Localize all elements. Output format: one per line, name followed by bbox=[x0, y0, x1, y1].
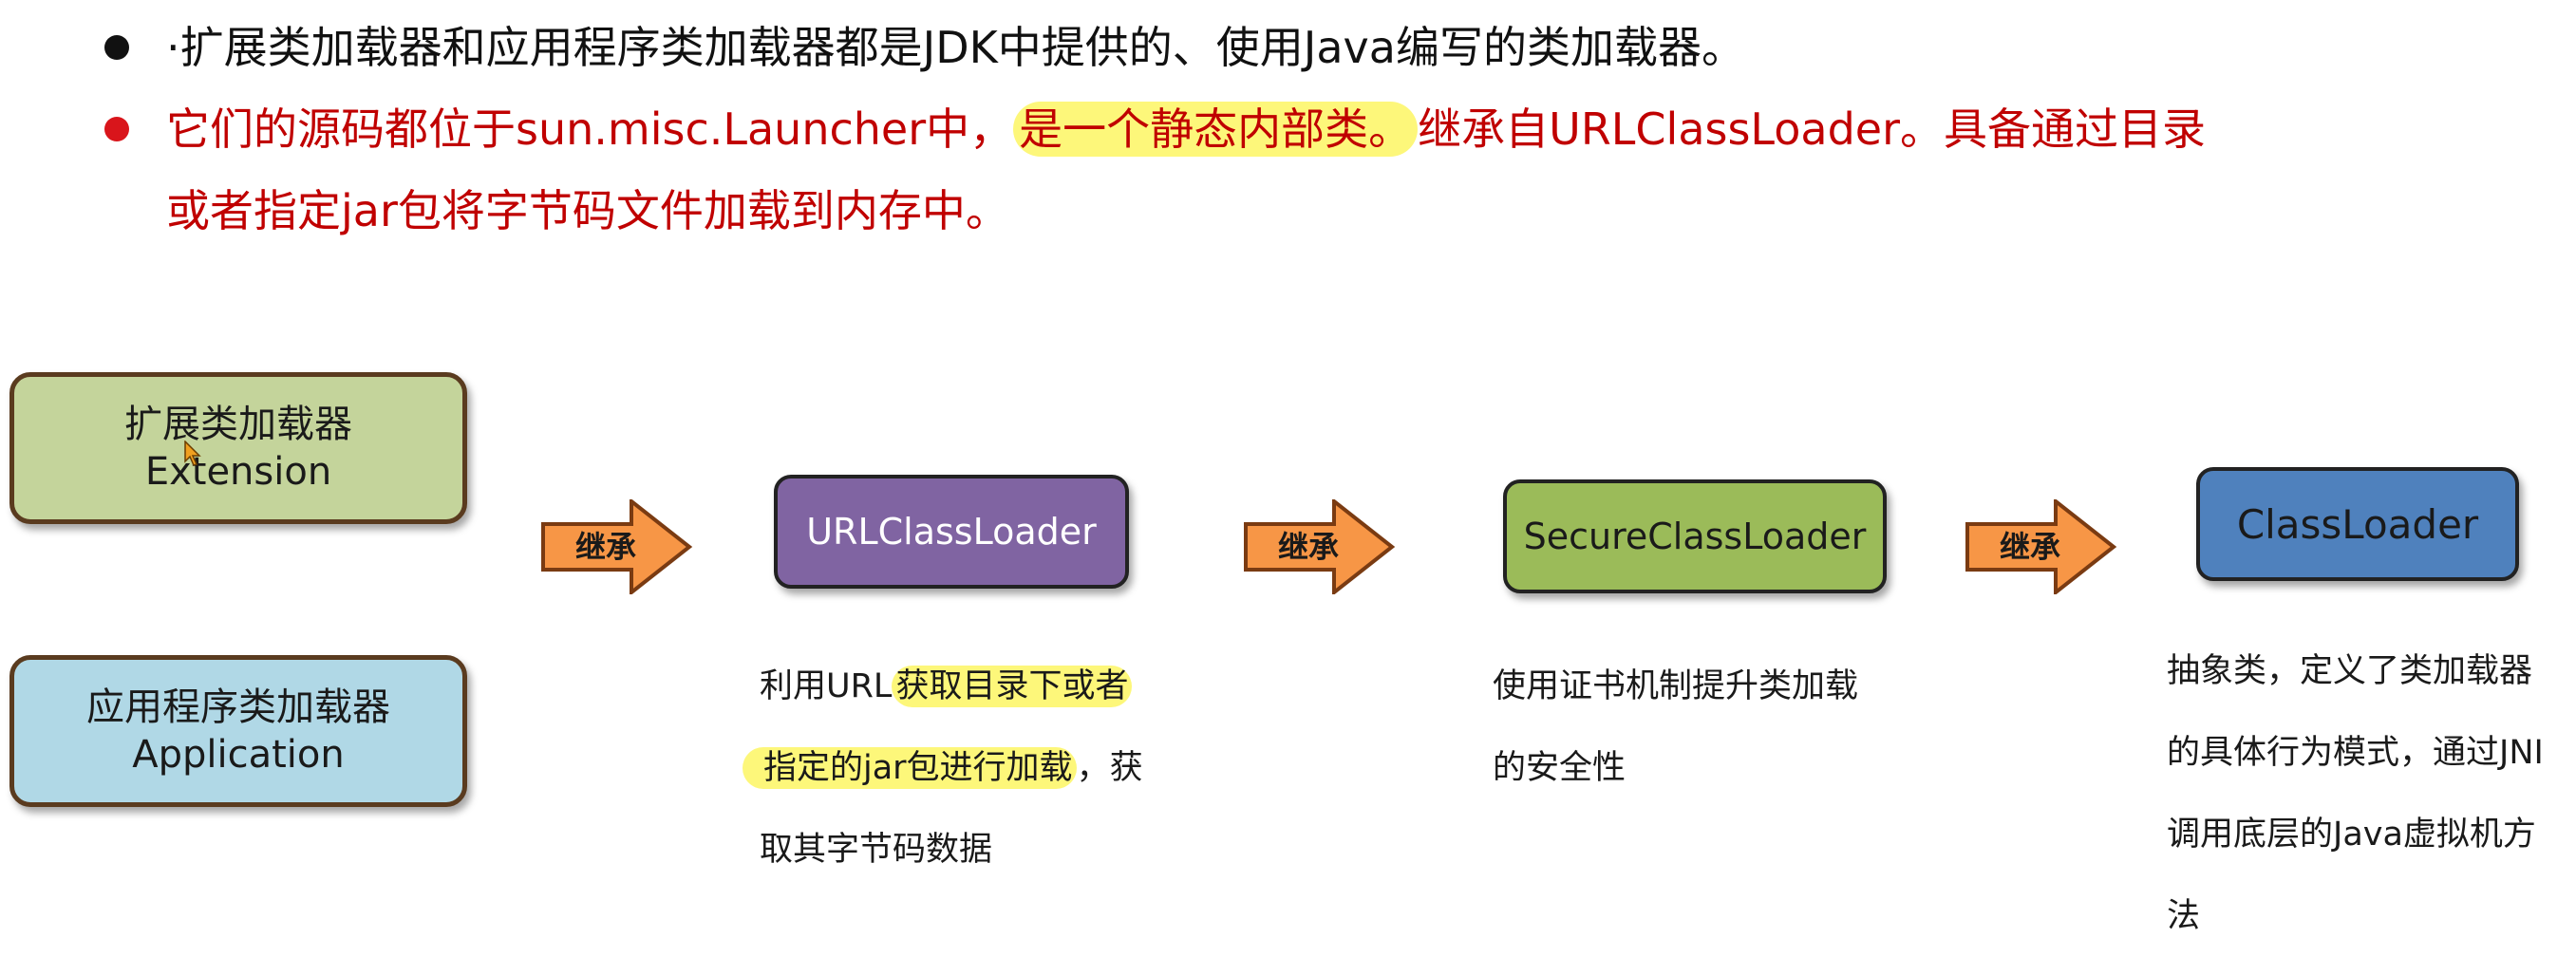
urlclassloader-box: URLClassLoader bbox=[774, 475, 1129, 589]
urlclassloader-note-pre: 利用URL bbox=[760, 667, 893, 705]
application-loader-name: 应用程序类加载器 bbox=[86, 685, 390, 729]
application-loader-box: 应用程序类加载器 Application bbox=[9, 655, 467, 807]
extension-loader-name: 扩展类加载器 bbox=[124, 403, 352, 446]
classloader-note-line4: 法 bbox=[2167, 897, 2201, 935]
bullet-text-1: ·扩展类加载器和应用程序类加载器都是JDK中提供的、使用Java编写的类加载器。 bbox=[166, 22, 1745, 73]
secureclassloader-note: 使用证书机制提升类加载 的安全性 bbox=[1493, 646, 1929, 809]
right-arrow-icon bbox=[1965, 497, 2117, 597]
secureclassloader-label: SecureClassLoader bbox=[1523, 516, 1867, 557]
bullet-2-part1: 它们的源码都位于sun.misc.Launcher中， bbox=[166, 103, 1014, 155]
classloader-label: ClassLoader bbox=[2236, 500, 2479, 548]
right-arrow-icon bbox=[1244, 497, 1396, 597]
bullet-dot-1 bbox=[104, 35, 129, 60]
bullet-text-2: 它们的源码都位于sun.misc.Launcher中，是一个静态内部类。继承自U… bbox=[166, 99, 2206, 160]
classloader-note: 抽象类，定义了类加载器 的具体行为模式，通过JNI 调用底层的Java虚拟机方 … bbox=[2167, 630, 2566, 957]
urlclassloader-note-post: ，获 bbox=[1076, 749, 1143, 787]
bullet-text-2-line2: 或者指定jar包将字节码文件加载到内存中。 bbox=[166, 185, 1009, 236]
mouse-cursor-icon bbox=[184, 441, 201, 466]
inherit-arrow-1-label: 继承 bbox=[574, 529, 636, 565]
secureclassloader-note-line1: 使用证书机制提升类加载 bbox=[1493, 667, 1859, 705]
inherit-arrow-1: 继承 bbox=[541, 497, 693, 597]
extension-loader-english: Extension bbox=[144, 450, 332, 494]
classloader-note-line1: 抽象类，定义了类加载器 bbox=[2167, 652, 2533, 690]
inherit-arrow-3: 继承 bbox=[1965, 497, 2117, 597]
bullet-2-highlight: 是一个静态内部类。 bbox=[1013, 102, 1419, 157]
application-loader-english: Application bbox=[132, 733, 345, 777]
inherit-arrow-3-label: 继承 bbox=[1999, 529, 2060, 565]
extension-loader-box: 扩展类加载器 Extension bbox=[9, 372, 467, 524]
secureclassloader-box: SecureClassLoader bbox=[1503, 479, 1887, 593]
classloader-note-line2: 的具体行为模式，通过JNI bbox=[2167, 734, 2544, 772]
urlclassloader-note-highlight2: 指定的jar包进行加载 bbox=[743, 747, 1077, 789]
urlclassloader-note-highlight1: 获取目录下或者 bbox=[892, 666, 1133, 707]
urlclassloader-note-line2: 指定的jar包进行加载，获 bbox=[743, 727, 1215, 809]
inherit-arrow-2-label: 继承 bbox=[1277, 529, 1339, 565]
classloader-box: ClassLoader bbox=[2196, 467, 2519, 581]
urlclassloader-label: URLClassLoader bbox=[806, 511, 1097, 553]
right-arrow-icon bbox=[541, 497, 693, 597]
inherit-arrow-2: 继承 bbox=[1244, 497, 1396, 597]
bullet-dot-2 bbox=[104, 117, 129, 141]
classloader-note-line3: 调用底层的Java虚拟机方 bbox=[2167, 816, 2536, 854]
urlclassloader-note-line3: 取其字节码数据 bbox=[760, 831, 993, 869]
bullet-2-part2: 继承自URLClassLoader。具备通过目录 bbox=[1418, 103, 2206, 155]
secureclassloader-note-line2: 的安全性 bbox=[1493, 749, 1626, 787]
